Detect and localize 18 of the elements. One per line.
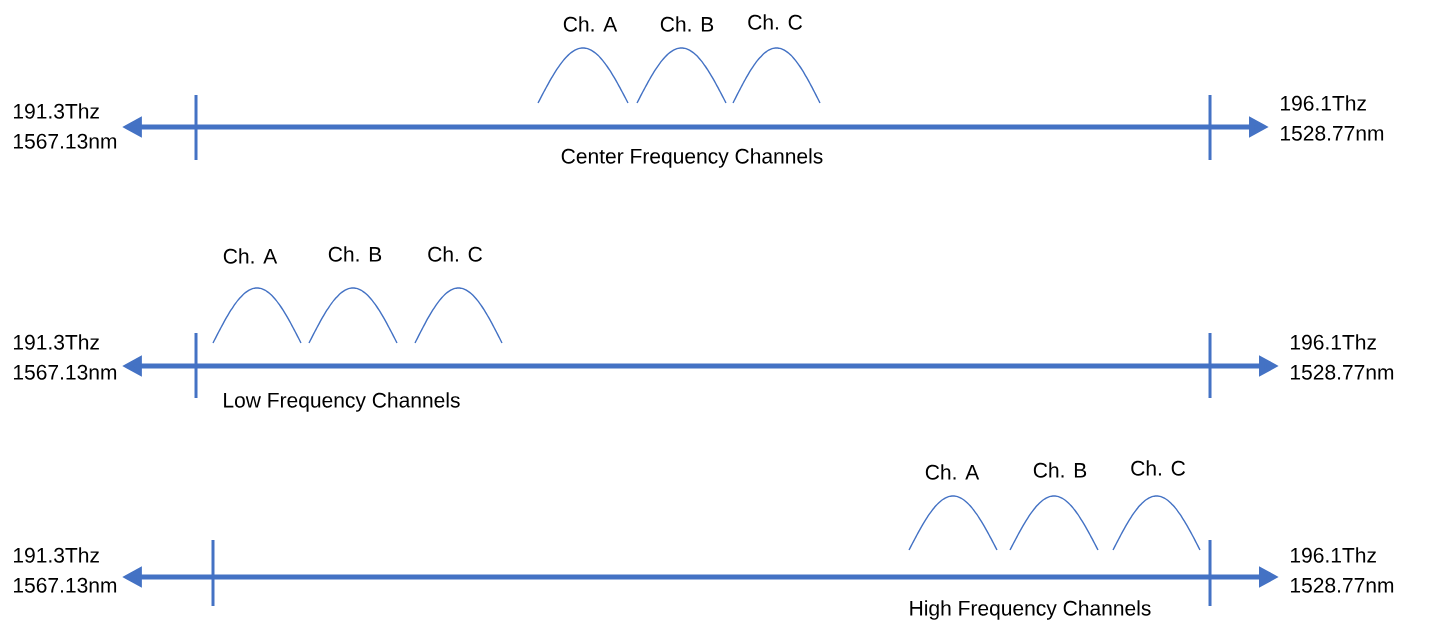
channel-label: Ch. C [428, 246, 482, 262]
frequency-label: 191.3Thz 1567.13nm [14, 547, 117, 593]
axis-caption: Center Frequency Channels [561, 148, 823, 168]
channel-label: Ch. A [925, 464, 980, 480]
axis-caption: High Frequency Channels [910, 600, 1151, 620]
channel-label: Ch. B [660, 16, 714, 32]
channel-label: Ch. C [1131, 460, 1185, 476]
channel-label: Ch. B [1033, 462, 1087, 478]
channel-label: Ch. B [328, 246, 382, 262]
channel-label: Ch. C [748, 14, 802, 30]
channel-label: Ch. A [223, 248, 278, 264]
frequency-label: 191.3Thz 1567.13nm [14, 334, 117, 380]
frequency-label: 196.1Thz 1528.77nm [1291, 547, 1394, 593]
channel-label: Ch. A [563, 16, 618, 32]
axis-caption: Low Frequency Channels [224, 392, 460, 412]
frequency-label: 191.3Thz 1567.13nm [14, 103, 117, 149]
frequency-label: 196.1Thz 1528.77nm [1291, 334, 1394, 380]
frequency-label: 196.1Thz 1528.77nm [1281, 95, 1384, 141]
